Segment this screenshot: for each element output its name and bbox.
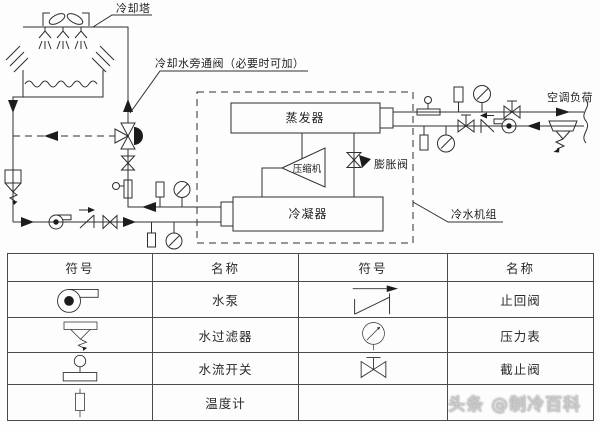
flow-arrow-right [556, 107, 570, 117]
legend-name: 止回阀 [448, 282, 594, 318]
load-break [583, 99, 589, 144]
thermometer-icon [419, 126, 429, 151]
cooling-tower [5, 12, 115, 98]
legend-name: 水流开关 [153, 353, 299, 385]
legend-symbol-cell [299, 282, 448, 318]
check-valve-icon [79, 207, 95, 229]
legend-header-symbol-2: 符号 [299, 254, 448, 282]
three-way-bypass-valve-icon [114, 122, 143, 150]
water-filter-icon [63, 321, 97, 351]
legend-symbol-cell-empty [299, 385, 448, 421]
pressure-gauge-icon [437, 126, 455, 153]
flow-arrow-left [527, 121, 540, 131]
legend-header-symbol-1: 符号 [8, 254, 153, 282]
legend-name: 截止阀 [448, 353, 594, 385]
water-flow-switch-icon [62, 354, 98, 381]
stop-valve-icon [120, 155, 136, 171]
thermometer-icon [155, 181, 165, 207]
ac-load-label: 空调负荷 [547, 90, 593, 104]
stop-valve-icon [102, 214, 118, 230]
svg-text:膨胀阀: 膨胀阀 [374, 157, 409, 171]
water-filter-icon [4, 169, 22, 205]
legend-name: 水泵 [153, 282, 299, 318]
thermometer-icon [147, 222, 156, 248]
pressure-gauge-icon [165, 222, 183, 250]
flow-arrow-left [44, 131, 58, 141]
svg-text:冷水机组: 冷水机组 [451, 207, 497, 221]
chiller-unit: 蒸发器 冷凝器 压缩机 膨胀阀 冷水机组 [196, 91, 503, 244]
stop-valve-icon [360, 356, 386, 378]
check-valve-icon [352, 284, 398, 315]
chiller-boundary [196, 91, 414, 244]
stop-valve-icon [457, 114, 475, 133]
watermark: 头条 @制冷百科 [448, 395, 581, 415]
svg-text:冷却塔: 冷却塔 [116, 2, 151, 15]
water-flow-switch-icon [416, 96, 441, 116]
legend-name: 水过滤器 [153, 318, 299, 353]
fan-icon [48, 13, 84, 25]
pressure-gauge-icon [173, 181, 191, 207]
compressor [280, 147, 326, 188]
check-valve-icon [480, 112, 495, 133]
cooling-tower-label: 冷却塔 [92, 2, 152, 28]
legend-header-name-1: 名称 [153, 254, 299, 282]
legend-symbol-cell [299, 353, 448, 385]
flow-arrow-up [123, 99, 133, 112]
water-pump-icon [48, 214, 72, 230]
bypass-valve-label: 冷却水旁通阀（必要时可加） [129, 56, 308, 114]
flow-arrow-down [8, 100, 18, 113]
legend-symbol-cell [8, 385, 153, 421]
legend-symbol-cell [299, 318, 448, 353]
legend-symbol-cell [8, 353, 153, 385]
water-pump-icon [493, 118, 517, 134]
water-filter-icon [548, 120, 578, 153]
legend-name-cell: 头条 @制冷百科 [448, 385, 594, 421]
chilled-water-piping: 空调负荷 [393, 85, 593, 153]
pressure-gauge-icon [361, 321, 385, 350]
pressure-gauge-icon [473, 85, 491, 112]
legend-header-name-2: 名称 [448, 254, 594, 282]
legend-name: 压力表 [448, 318, 594, 353]
flow-arrow-left [142, 202, 156, 212]
system-diagram: 冷却塔 [4, 2, 593, 250]
svg-text:冷凝器: 冷凝器 [288, 206, 327, 221]
thermometer-icon [75, 388, 85, 417]
svg-text:压缩机: 压缩机 [293, 163, 322, 175]
legend-symbol-cell [8, 282, 153, 318]
stop-valve-icon [503, 100, 521, 119]
legend-name: 温度计 [153, 385, 299, 421]
flow-arrow-right [21, 217, 34, 227]
expansion-valve-icon [345, 152, 371, 168]
condenser-water-piping [4, 26, 221, 250]
water-flow-switch-icon [112, 179, 133, 199]
legend-table: 符号 名称 符号 名称 水泵 止回阀 [7, 253, 594, 421]
water-pump-icon [56, 288, 99, 313]
svg-text:蒸发器: 蒸发器 [285, 110, 324, 125]
flow-arrow-right [123, 217, 136, 227]
svg-text:冷却水旁通阀（必要时可加）: 冷却水旁通阀（必要时可加） [155, 56, 305, 70]
thermometer-icon [453, 86, 464, 112]
legend-symbol-cell [8, 318, 153, 353]
